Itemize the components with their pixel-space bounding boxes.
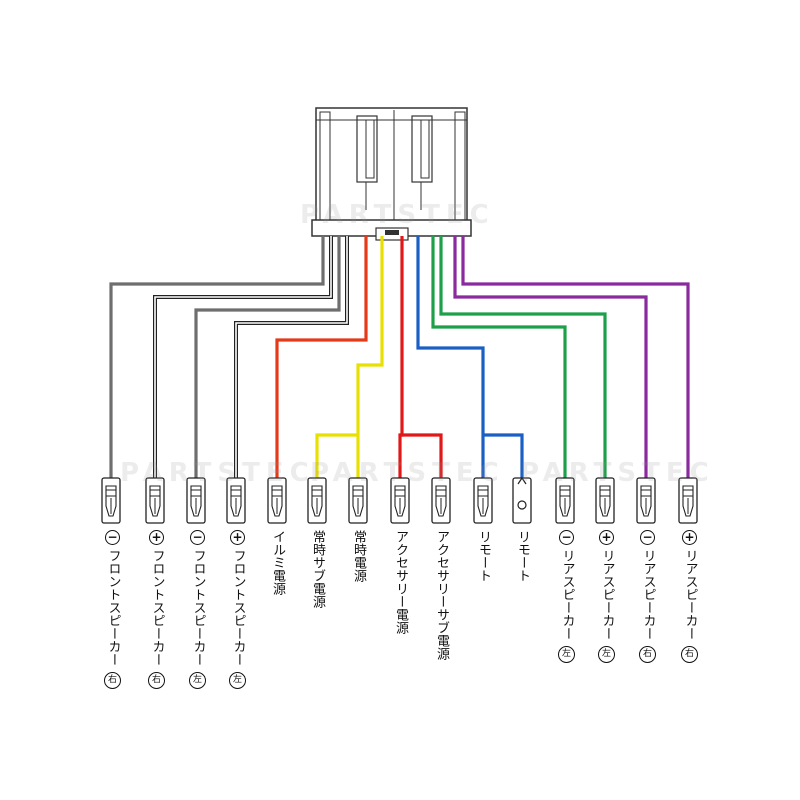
side-badge: 右 [681, 646, 698, 663]
terminal-rr-r-plus [678, 477, 698, 524]
pin-label-text: 常時サブ電源 [310, 530, 325, 608]
side-badge: 左 [558, 646, 575, 663]
wire-rear-left-minus [431, 236, 567, 478]
wire-illumination [275, 236, 368, 478]
pin-label-text: リアスピーカー [640, 549, 656, 640]
minus-symbol-icon: − [105, 530, 120, 545]
wire-front-right-plus-outline [153, 236, 333, 478]
pin-label-fr-l-plus: + フロントスピーカー左 [229, 530, 246, 689]
wire-remote-2 [483, 433, 524, 478]
pin-label-fr-r-minus: − フロントスピーカー右 [104, 530, 121, 689]
side-badge: 右 [639, 646, 656, 663]
terminal-remote-1 [473, 477, 493, 524]
side-badge: 左 [229, 672, 246, 689]
pin-label-text: フロントスピーカー [190, 549, 206, 666]
plus-symbol-icon: + [149, 530, 164, 545]
pin-label-const-sub: 常時サブ電源 [310, 530, 325, 608]
pin-label-fr-r-plus: + フロントスピーカー右 [148, 530, 165, 689]
pin-label-text: アクセサリーサブ電源 [434, 530, 449, 660]
pin-label-rr-r-plus: + リアスピーカー右 [681, 530, 698, 663]
wire-front-right-plus [154, 236, 332, 478]
pin-label-illumi: イルミ電源 [270, 530, 285, 595]
terminal-acc [390, 477, 410, 524]
pin-label-text: リモート [515, 530, 530, 582]
pin-label-text: リアスピーカー [559, 549, 575, 640]
minus-symbol-icon: − [640, 530, 655, 545]
wire-group [109, 236, 690, 478]
pin-label-text: リアスピーカー [682, 549, 698, 640]
wire-accessory [398, 236, 404, 478]
pin-label-text: リモート [476, 530, 491, 582]
side-badge: 右 [148, 672, 165, 689]
terminal-const [348, 477, 368, 524]
terminal-rr-l-minus [555, 477, 575, 524]
wire-constant [356, 236, 384, 478]
plus-symbol-icon: + [682, 530, 697, 545]
terminal-fr-l-plus [226, 477, 246, 524]
pin-label-text: アクセサリー電源 [393, 530, 408, 634]
pin-label-remote-2: リモート [515, 530, 530, 582]
terminal-remote-2 [512, 476, 532, 524]
pin-label-rr-l-plus: + リアスピーカー左 [598, 530, 615, 663]
wire-rear-left-plus [439, 236, 607, 478]
wire-front-right-minus [109, 236, 325, 478]
terminal-const-sub [307, 477, 327, 524]
wire-front-left-minus [194, 236, 341, 478]
wire-accessory-sub [400, 433, 443, 478]
plus-symbol-icon: + [230, 530, 245, 545]
pin-label-text: フロントスピーカー [149, 549, 165, 666]
terminal-fr-l-minus [186, 477, 206, 524]
terminal-fr-r-minus [101, 477, 121, 524]
pin-label-text: 常時電源 [351, 530, 366, 582]
terminal-rr-l-plus [595, 477, 615, 524]
minus-symbol-icon: − [190, 530, 205, 545]
pin-label-rr-l-minus: − リアスピーカー左 [558, 530, 575, 663]
terminal-fr-r-plus [145, 477, 165, 524]
pin-label-text: フロントスピーカー [105, 549, 121, 666]
pin-label-remote-1: リモート [476, 530, 491, 582]
wire-rear-right-minus [453, 236, 648, 478]
pin-label-acc-sub: アクセサリーサブ電源 [434, 530, 449, 660]
side-badge: 右 [104, 672, 121, 689]
side-badge: 左 [189, 672, 206, 689]
wire-front-left-plus [235, 236, 348, 478]
plus-symbol-icon: + [599, 530, 614, 545]
terminal-illumi [267, 477, 287, 524]
side-badge: 左 [598, 646, 615, 663]
terminal-rr-r-minus [636, 477, 656, 524]
wire-rear-right-plus [461, 236, 690, 478]
pin-label-text: フロントスピーカー [230, 549, 246, 666]
minus-symbol-icon: − [559, 530, 574, 545]
terminal-acc-sub [431, 477, 451, 524]
pin-label-text: リアスピーカー [599, 549, 615, 640]
pin-label-rr-r-minus: − リアスピーカー右 [639, 530, 656, 663]
pin-label-acc: アクセサリー電源 [393, 530, 408, 634]
pin-label-fr-l-minus: − フロントスピーカー左 [189, 530, 206, 689]
pin-label-const: 常時電源 [351, 530, 366, 582]
pin-label-text: イルミ電源 [270, 530, 285, 595]
wire-constant-sub [315, 433, 358, 478]
terminal-group [101, 476, 698, 524]
wire-remote-1 [416, 236, 485, 478]
harness-connector [311, 107, 472, 241]
